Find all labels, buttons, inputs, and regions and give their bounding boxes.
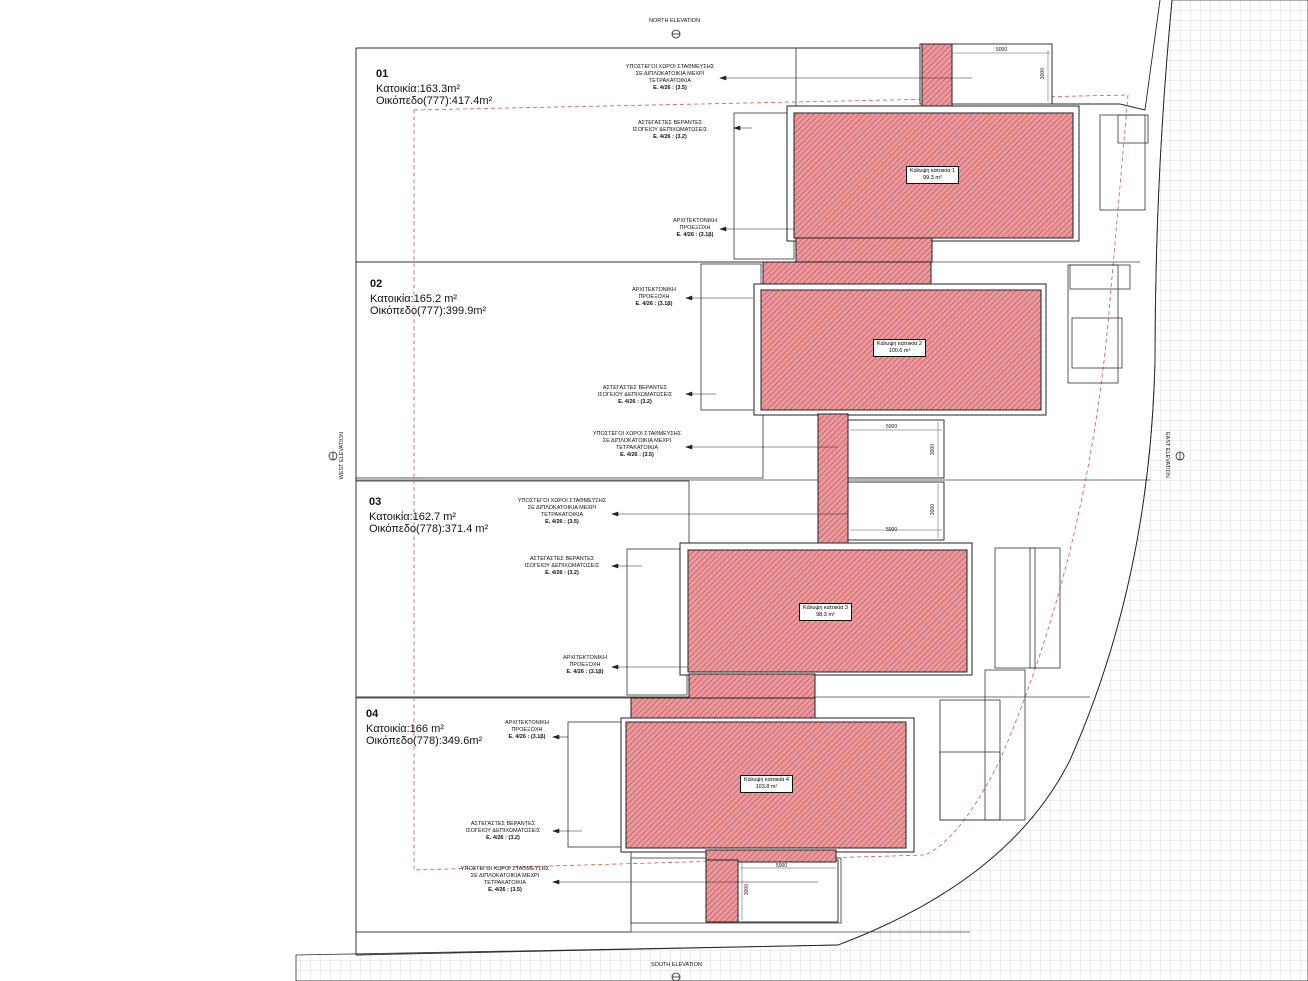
plot-number: 04 [366, 708, 379, 720]
plot-land-area: Οικόπεδο(777):399.9m² [370, 305, 487, 318]
dim-width-1: 5000 [996, 47, 1008, 53]
south-elevation-label: SOUTH ELEVATION [651, 962, 702, 968]
plot-label-03: 03 Κατοικία:162.7 m² Οικόπεδο(778):371.4… [369, 496, 488, 536]
dim-width-4: 5000 [776, 863, 788, 869]
west-elevation-label: WEST ELEVATION [339, 432, 345, 480]
dim-depth-3: 3000 [930, 504, 936, 516]
plot-house-area: Κατοικία:162.7 m² [369, 510, 457, 523]
plot-land-area: Οικόπεδο(778):349.6m² [366, 735, 483, 748]
plot-house-area: Κατοικία:166 m² [366, 722, 444, 735]
plot-label-04: 04 Κατοικία:166 m² Οικόπεδο(778):349.6m² [366, 708, 482, 748]
dim-width-2: 5000 [886, 424, 898, 430]
dim-depth-4: 3000 [744, 884, 750, 896]
dim-depth-2: 3000 [930, 444, 936, 456]
east-elevation-label: EAST ELEVATION [1164, 432, 1170, 478]
dimension-lines [740, 50, 1050, 920]
dim-width-3: 5000 [886, 527, 898, 533]
dim-depth-1: 3000 [1040, 68, 1046, 80]
plot-house-area: Κατοικία:163.3m² [376, 82, 461, 95]
plot-label-02: 02 Κατοικία:165.2 m² Οικόπεδο(777):399.9… [370, 278, 486, 318]
building-line [413, 94, 1129, 871]
plot-number: 03 [369, 496, 382, 508]
plot-land-area: Οικόπεδο(777):417.4m² [376, 95, 493, 108]
plot-number: 02 [370, 278, 383, 290]
plot-frames [355, 47, 842, 933]
elevation-markers [328, 29, 1185, 981]
leader-arrows [552, 75, 972, 885]
plot-house-area: Κατοικία:165.2 m² [370, 292, 458, 305]
plot-label-01: 01 Κατοικία:163.3m² Οικόπεδο(777):417.4m… [376, 68, 492, 108]
plot-number: 01 [376, 68, 389, 80]
building-footprints [620, 43, 1080, 923]
outbuildings [939, 114, 1149, 821]
plot-land-area: Οικόπεδο(778):371.4 m² [369, 523, 489, 536]
north-elevation-label: NORTH ELEVATION [649, 18, 701, 24]
